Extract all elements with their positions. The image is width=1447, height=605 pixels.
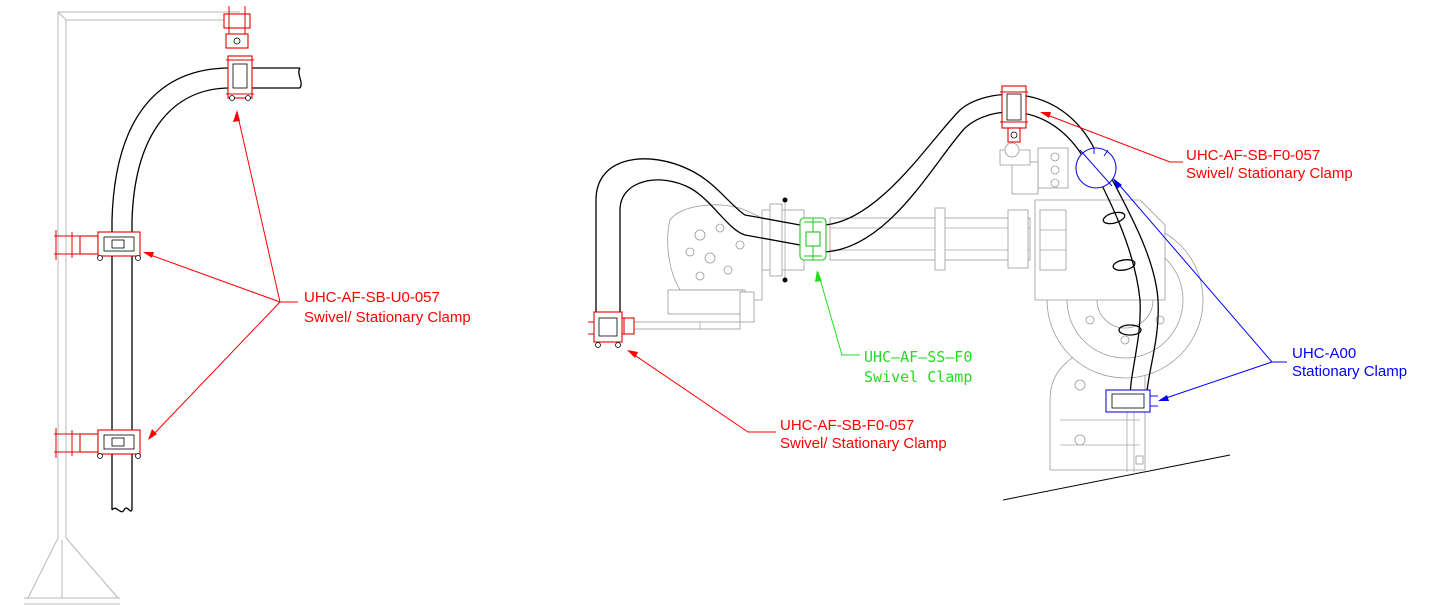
robot-green-clamp	[799, 217, 827, 261]
green-leader-lines	[815, 270, 860, 356]
gantry-hose	[111, 67, 302, 513]
label-green-swivel: UHC–AF–SS–F0 Swivel Clamp	[864, 348, 972, 386]
gantry-low-clamp	[54, 428, 141, 459]
label-bottom-swivel-part: UHC-AF-SB-F0-057	[780, 417, 914, 434]
label-top-swivel: UHC-AF-SB-F0-057 Swivel/ Stationary Clam…	[1186, 147, 1353, 182]
top-right-leader-lines	[1040, 112, 1183, 163]
label-bottom-swivel-desc: Swivel/ Stationary Clamp	[780, 435, 947, 452]
label-blue-stationary-desc: Stationary Clamp	[1292, 363, 1407, 380]
blue-leader-lines	[1113, 178, 1287, 401]
label-blue-stationary-part: UHC-A00	[1292, 345, 1356, 362]
robot-leader-lines	[627, 350, 776, 433]
label-blue-stationary: UHC-A00 Stationary Clamp	[1292, 345, 1407, 380]
label-top-swivel-part: UHC-AF-SB-F0-057	[1186, 147, 1320, 164]
label-left-swivel-desc: Swivel/ Stationary Clamp	[304, 309, 471, 326]
label-bottom-swivel: UHC-AF-SB-F0-057 Swivel/ Stationary Clam…	[780, 417, 947, 452]
label-left-swivel-part: UHC-AF-SB-U0-057	[304, 289, 440, 306]
gantry-top-clamp	[223, 6, 254, 101]
label-top-swivel-desc: Swivel/ Stationary Clamp	[1186, 165, 1353, 182]
label-left-swivel: UHC-AF-SB-U0-057 Swivel/ Stationary Clam…	[304, 289, 471, 326]
robot-body	[633, 142, 1231, 501]
robot-hose	[595, 93, 1159, 401]
label-green-swivel-part: UHC–AF–SS–F0	[864, 348, 972, 366]
gantry-mid-clamp	[54, 230, 141, 261]
label-green-swivel-desc: Swivel Clamp	[864, 368, 972, 386]
robot-tool-clamp	[588, 311, 635, 348]
left-leader-lines	[143, 110, 298, 440]
robot-blue-ring-clamp	[1075, 147, 1117, 189]
robot-top-clamp	[1000, 85, 1028, 143]
robot-blue-stationary-clamp	[1105, 389, 1158, 413]
